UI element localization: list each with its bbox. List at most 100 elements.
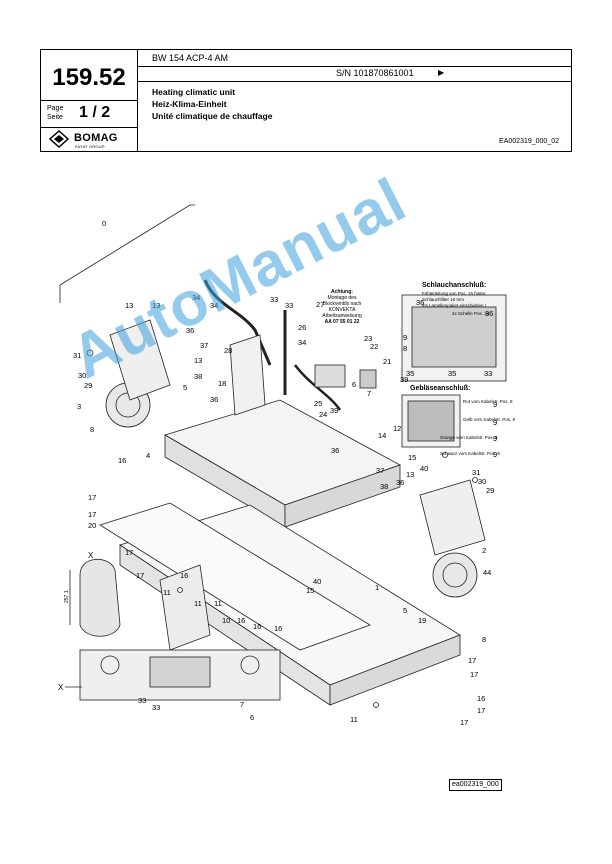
callout-17g: 17 xyxy=(460,718,468,727)
callout-39b: 39 xyxy=(400,375,408,384)
callout-27: 27 xyxy=(316,300,324,309)
view-x-label: X xyxy=(88,551,94,560)
callout-23: 23 xyxy=(364,334,372,343)
achtung-line-5: Arbeitsanweisung xyxy=(322,313,362,319)
callout-8b: 8 xyxy=(482,635,486,644)
callout-8c: 8 xyxy=(403,344,407,353)
page-fraction: 1 / 2 xyxy=(79,104,111,121)
callout-33d: 33 xyxy=(152,703,160,712)
callout-30b: 30 xyxy=(478,477,486,486)
callout-31a: 31 xyxy=(73,351,81,360)
hose-inset-text-4: 2x Schelle Pos. 34 xyxy=(452,311,490,316)
serial-number: S/N 101870861001 xyxy=(336,68,414,78)
callout-16d: 16 xyxy=(237,616,245,625)
page-indicator: Page Seite 1 / 2 xyxy=(41,100,137,128)
callout-0: 0 xyxy=(102,219,106,228)
callout-20: 20 xyxy=(88,521,96,530)
callout-9b: 9 xyxy=(493,418,497,427)
serial-arrow-icon: ▶ xyxy=(438,68,445,77)
callout-33c: 33 xyxy=(138,696,146,705)
hose-inset-title: Schlauchanschluß: xyxy=(422,282,486,289)
callout-19: 19 xyxy=(418,616,426,625)
callout-40b: 40 xyxy=(313,577,321,586)
document-code: EA002319_000_02 xyxy=(499,138,559,145)
achtung-line-6: AA 07 55 01 22 xyxy=(325,319,360,325)
callout-34b: 34 xyxy=(210,301,218,310)
callout-10: 10 xyxy=(222,616,230,625)
callout-28: 28 xyxy=(224,346,232,355)
blower-inset-title: Gebläseanschluß: xyxy=(410,385,470,392)
callout-36c: 36 xyxy=(331,446,339,455)
callout-29a: 29 xyxy=(84,381,92,390)
callout-33e: 33 xyxy=(484,369,492,378)
callout-34c: 34 xyxy=(298,338,306,347)
callout-36b: 36 xyxy=(210,395,218,404)
model-name: BW 154 ACP-4 AM xyxy=(152,53,229,63)
brand-name: BOMAG xyxy=(74,132,118,144)
callout-24: 24 xyxy=(319,410,327,419)
callout-34a: 34 xyxy=(192,293,200,302)
callout-22: 22 xyxy=(370,342,378,351)
title-de: Heiz-Klima-Einheit xyxy=(152,99,227,109)
callout-13d: 13 xyxy=(406,470,414,479)
callout-17b: 17 xyxy=(88,510,96,519)
callout-1: 1 xyxy=(375,583,379,592)
callout-6a: 6 xyxy=(352,380,356,389)
callout-18: 18 xyxy=(218,379,226,388)
callout-16b: 16 xyxy=(477,694,485,703)
callout-11d: 11 xyxy=(350,715,358,724)
section-titles: Heating climatic unit Heiz-Klima-Einheit… xyxy=(152,86,272,122)
callout-16f: 16 xyxy=(274,624,282,633)
callout-36d: 36 xyxy=(396,478,404,487)
callout-16c: 16 xyxy=(180,571,188,580)
blower-connection-inset: Gebläseanschluß: Rot vom Kabelstr. Pos. … xyxy=(410,385,516,456)
callout-36f: 36 xyxy=(485,309,493,318)
callout-37b: 37 xyxy=(376,466,384,475)
callout-7b: 7 xyxy=(240,700,244,709)
callout-36e: 36 xyxy=(416,298,424,307)
callout-33b: 33 xyxy=(285,301,293,310)
callout-25: 25 xyxy=(314,399,322,408)
blower-inset-text-2: Gelb vom Kabelstr. Pos. 9 xyxy=(463,417,516,422)
callout-31b: 31 xyxy=(472,468,480,477)
title-fr: Unité climatique de chauffage xyxy=(152,111,273,121)
page-number: 159.52 xyxy=(52,64,126,91)
bomag-logo: BOMAG FAYAT GROUP xyxy=(48,129,131,150)
callout-13b: 13 xyxy=(152,301,160,310)
bomag-logo-icon xyxy=(48,129,70,149)
model-row: BW 154 ACP-4 AM xyxy=(138,50,571,67)
callout-17d: 17 xyxy=(468,656,476,665)
figure-code: ea002319_000 xyxy=(449,779,502,791)
callout-16a: 16 xyxy=(118,456,126,465)
callout-38a: 38 xyxy=(194,372,202,381)
callout-15b: 15 xyxy=(306,586,314,595)
callout-6b: 6 xyxy=(250,713,254,722)
callout-8a: 8 xyxy=(90,425,94,434)
callout-2: 2 xyxy=(482,546,486,555)
callout-4: 4 xyxy=(146,451,150,460)
exploded-parts-diagram: 0 13 13 34 34 33 33 27 36 31 30 29 3 8 1… xyxy=(58,204,516,727)
callout-37a: 37 xyxy=(200,341,208,350)
callout-11a: 11 xyxy=(163,588,171,597)
callout-7a: 7 xyxy=(367,389,371,398)
callout-12: 12 xyxy=(393,424,401,433)
callout-16e: 16 xyxy=(253,622,261,631)
callout-5b: 5 xyxy=(403,606,407,615)
hose-inset-text-1: Fühlerleitung von Pos. 15 hinter xyxy=(422,291,486,296)
callout-26: 26 xyxy=(298,323,306,332)
callout-33a: 33 xyxy=(270,295,278,304)
page-number-block: 159.52 Page Seite 1 / 2 BOMAG FAYAT GROU… xyxy=(41,50,138,151)
page-label-de: Seite xyxy=(47,114,63,121)
dimension-label: 257.1 xyxy=(64,590,70,603)
blower-inset-text-4: Schwarz vom Kabelstr. Pos. 9 xyxy=(440,451,500,456)
callout-17c: 17 xyxy=(136,571,144,580)
callout-9e: 9 xyxy=(403,333,407,342)
callout-17h: 17 xyxy=(125,548,133,557)
callout-30a: 30 xyxy=(78,371,86,380)
callout-13a: 13 xyxy=(125,301,133,310)
callout-11c: 11 xyxy=(214,599,222,608)
callout-11b: 11 xyxy=(194,599,202,608)
hose-inset-text-2: Schlauchfilter 10 mm xyxy=(422,297,464,302)
callout-3: 3 xyxy=(77,402,81,411)
title-en: Heating climatic unit xyxy=(152,87,236,97)
